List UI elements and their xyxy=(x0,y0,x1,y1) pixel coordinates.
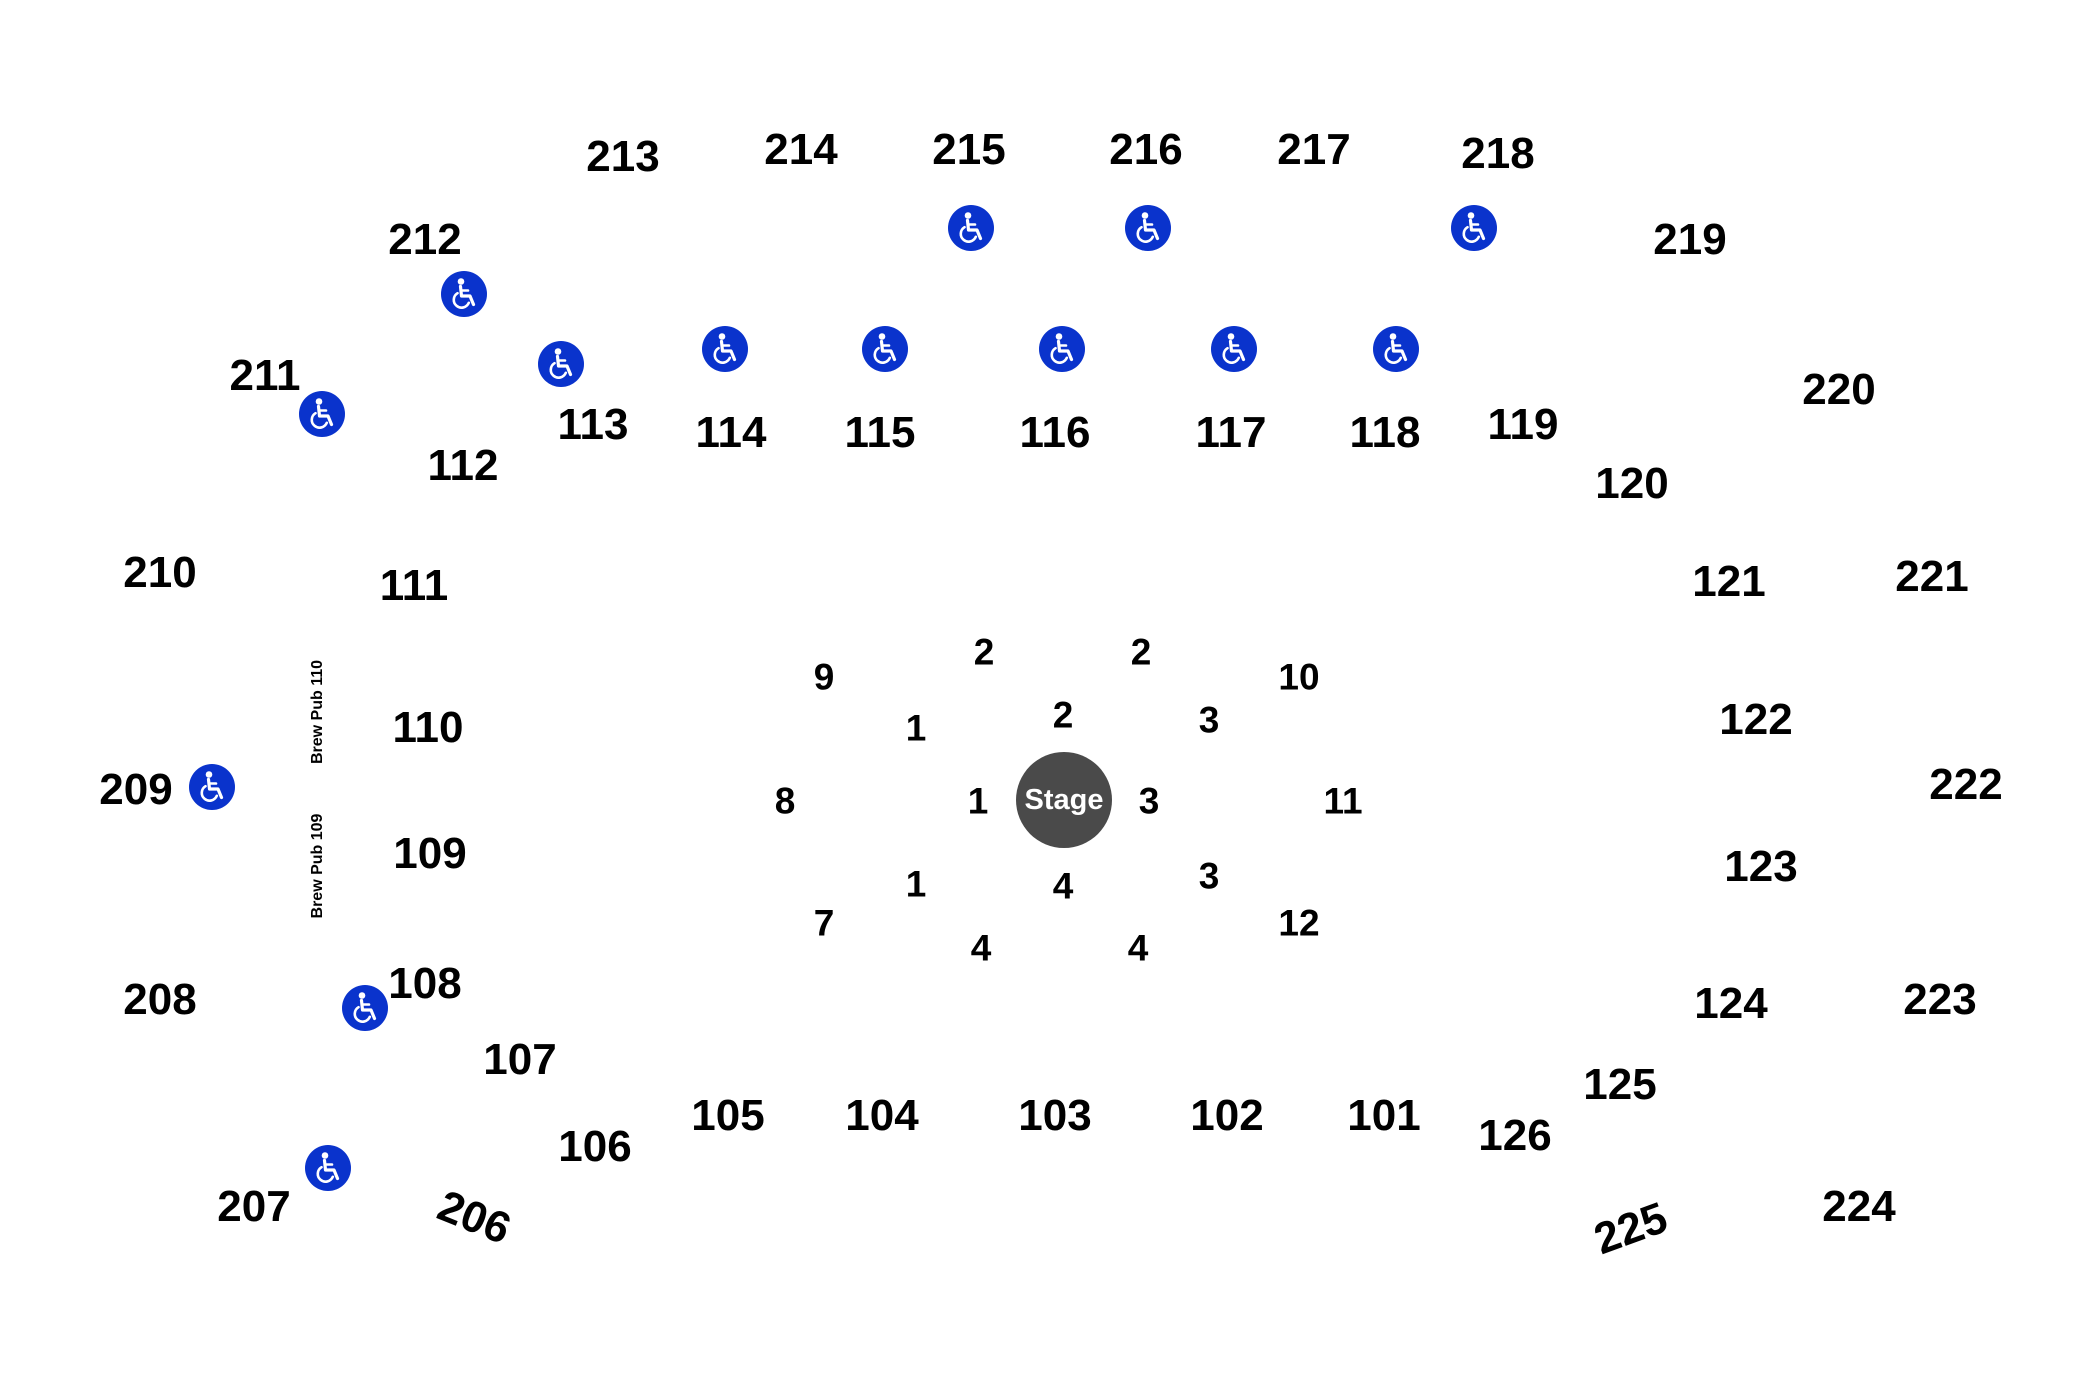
floor-section-7[interactable]: 7 xyxy=(813,902,835,944)
wheelchair-icon[interactable] xyxy=(538,341,584,387)
section-104[interactable]: 104 xyxy=(845,1091,919,1140)
floor-section-4[interactable]: 4 xyxy=(970,927,992,969)
wheelchair-icon[interactable] xyxy=(1451,205,1497,251)
section-224[interactable]: 224 xyxy=(1822,1182,1896,1231)
floor-section-10[interactable]: 10 xyxy=(1278,656,1320,698)
section-120[interactable]: 120 xyxy=(1595,459,1669,508)
wheelchair-icon[interactable] xyxy=(862,326,908,372)
section-212[interactable]: 212 xyxy=(388,215,462,264)
wheelchair-icon[interactable] xyxy=(1039,326,1085,372)
section-222[interactable]: 222 xyxy=(1929,760,2003,809)
section-215[interactable]: 215 xyxy=(932,125,1006,174)
stage[interactable]: Stage xyxy=(1016,752,1112,848)
section-225[interactable]: 225 xyxy=(1587,1192,1674,1265)
floor-section-2[interactable]: 2 xyxy=(1052,694,1074,736)
floor-section-12[interactable]: 12 xyxy=(1278,902,1320,944)
section-206[interactable]: 206 xyxy=(430,1181,518,1255)
section-103[interactable]: 103 xyxy=(1018,1091,1092,1140)
floor-section-3[interactable]: 3 xyxy=(1138,780,1160,822)
floor-section-4[interactable]: 4 xyxy=(1052,865,1074,907)
section-209[interactable]: 209 xyxy=(99,765,173,814)
floor-section-1[interactable]: 1 xyxy=(967,780,989,822)
section-219[interactable]: 219 xyxy=(1653,215,1727,264)
floor-section-4[interactable]: 4 xyxy=(1127,927,1149,969)
wheelchair-icon[interactable] xyxy=(948,205,994,251)
section-105[interactable]: 105 xyxy=(691,1091,765,1140)
section-108[interactable]: 108 xyxy=(388,959,462,1008)
wheelchair-icon[interactable] xyxy=(305,1145,351,1191)
floor-section-11[interactable]: 11 xyxy=(1323,780,1363,822)
section-123[interactable]: 123 xyxy=(1724,842,1798,891)
wheelchair-icon[interactable] xyxy=(342,985,388,1031)
section-217[interactable]: 217 xyxy=(1277,125,1351,174)
section-126[interactable]: 126 xyxy=(1478,1111,1552,1160)
floor-section-2[interactable]: 2 xyxy=(973,631,995,673)
wheelchair-icon[interactable] xyxy=(1373,326,1419,372)
floor-section-9[interactable]: 9 xyxy=(813,656,835,698)
section-111[interactable]: 111 xyxy=(379,561,449,610)
section-116[interactable]: 116 xyxy=(1019,408,1091,457)
wheelchair-icon[interactable] xyxy=(189,764,235,810)
section-124[interactable]: 124 xyxy=(1694,979,1768,1028)
section-118[interactable]: 118 xyxy=(1349,408,1421,457)
wheelchair-icon[interactable] xyxy=(299,391,345,437)
section-122[interactable]: 122 xyxy=(1719,695,1793,744)
wheelchair-icon[interactable] xyxy=(441,271,487,317)
section-119[interactable]: 119 xyxy=(1487,400,1559,449)
section-112[interactable]: 112 xyxy=(427,441,499,490)
section-121[interactable]: 121 xyxy=(1692,557,1766,606)
section-211[interactable]: 211 xyxy=(229,351,301,400)
section-220[interactable]: 220 xyxy=(1802,365,1876,414)
section-125[interactable]: 125 xyxy=(1583,1060,1657,1109)
section-221[interactable]: 221 xyxy=(1895,552,1969,601)
section-207[interactable]: 207 xyxy=(217,1182,291,1231)
stage-label: Stage xyxy=(1024,783,1104,816)
brew-pub-110[interactable]: Brew Pub 110 xyxy=(309,659,326,765)
section-115[interactable]: 115 xyxy=(844,408,916,457)
wheelchair-icon[interactable] xyxy=(1211,326,1257,372)
section-213[interactable]: 213 xyxy=(586,132,660,181)
section-117[interactable]: 117 xyxy=(1195,408,1267,457)
floor-section-2[interactable]: 2 xyxy=(1130,631,1152,673)
section-101[interactable]: 101 xyxy=(1347,1091,1421,1140)
section-109[interactable]: 109 xyxy=(393,829,467,878)
floor-section-1[interactable]: 1 xyxy=(905,863,927,905)
section-214[interactable]: 214 xyxy=(764,125,838,174)
section-107[interactable]: 107 xyxy=(483,1035,557,1084)
section-208[interactable]: 208 xyxy=(123,975,197,1024)
section-210[interactable]: 210 xyxy=(123,548,197,597)
section-223[interactable]: 223 xyxy=(1903,975,1977,1024)
section-106[interactable]: 106 xyxy=(558,1122,632,1171)
wheelchair-icon[interactable] xyxy=(702,326,748,372)
brew-pub-109[interactable]: Brew Pub 109 xyxy=(309,813,326,919)
section-114[interactable]: 114 xyxy=(695,408,767,457)
section-113[interactable]: 113 xyxy=(557,400,629,449)
floor-section-3[interactable]: 3 xyxy=(1198,855,1220,897)
wheelchair-icon[interactable] xyxy=(1125,205,1171,251)
floor-section-3[interactable]: 3 xyxy=(1198,699,1220,741)
section-110[interactable]: 110 xyxy=(392,703,464,752)
floor-section-1[interactable]: 1 xyxy=(905,707,927,749)
floor-section-8[interactable]: 8 xyxy=(774,780,796,822)
section-216[interactable]: 216 xyxy=(1109,125,1183,174)
section-218[interactable]: 218 xyxy=(1461,129,1535,178)
section-102[interactable]: 102 xyxy=(1190,1091,1264,1140)
